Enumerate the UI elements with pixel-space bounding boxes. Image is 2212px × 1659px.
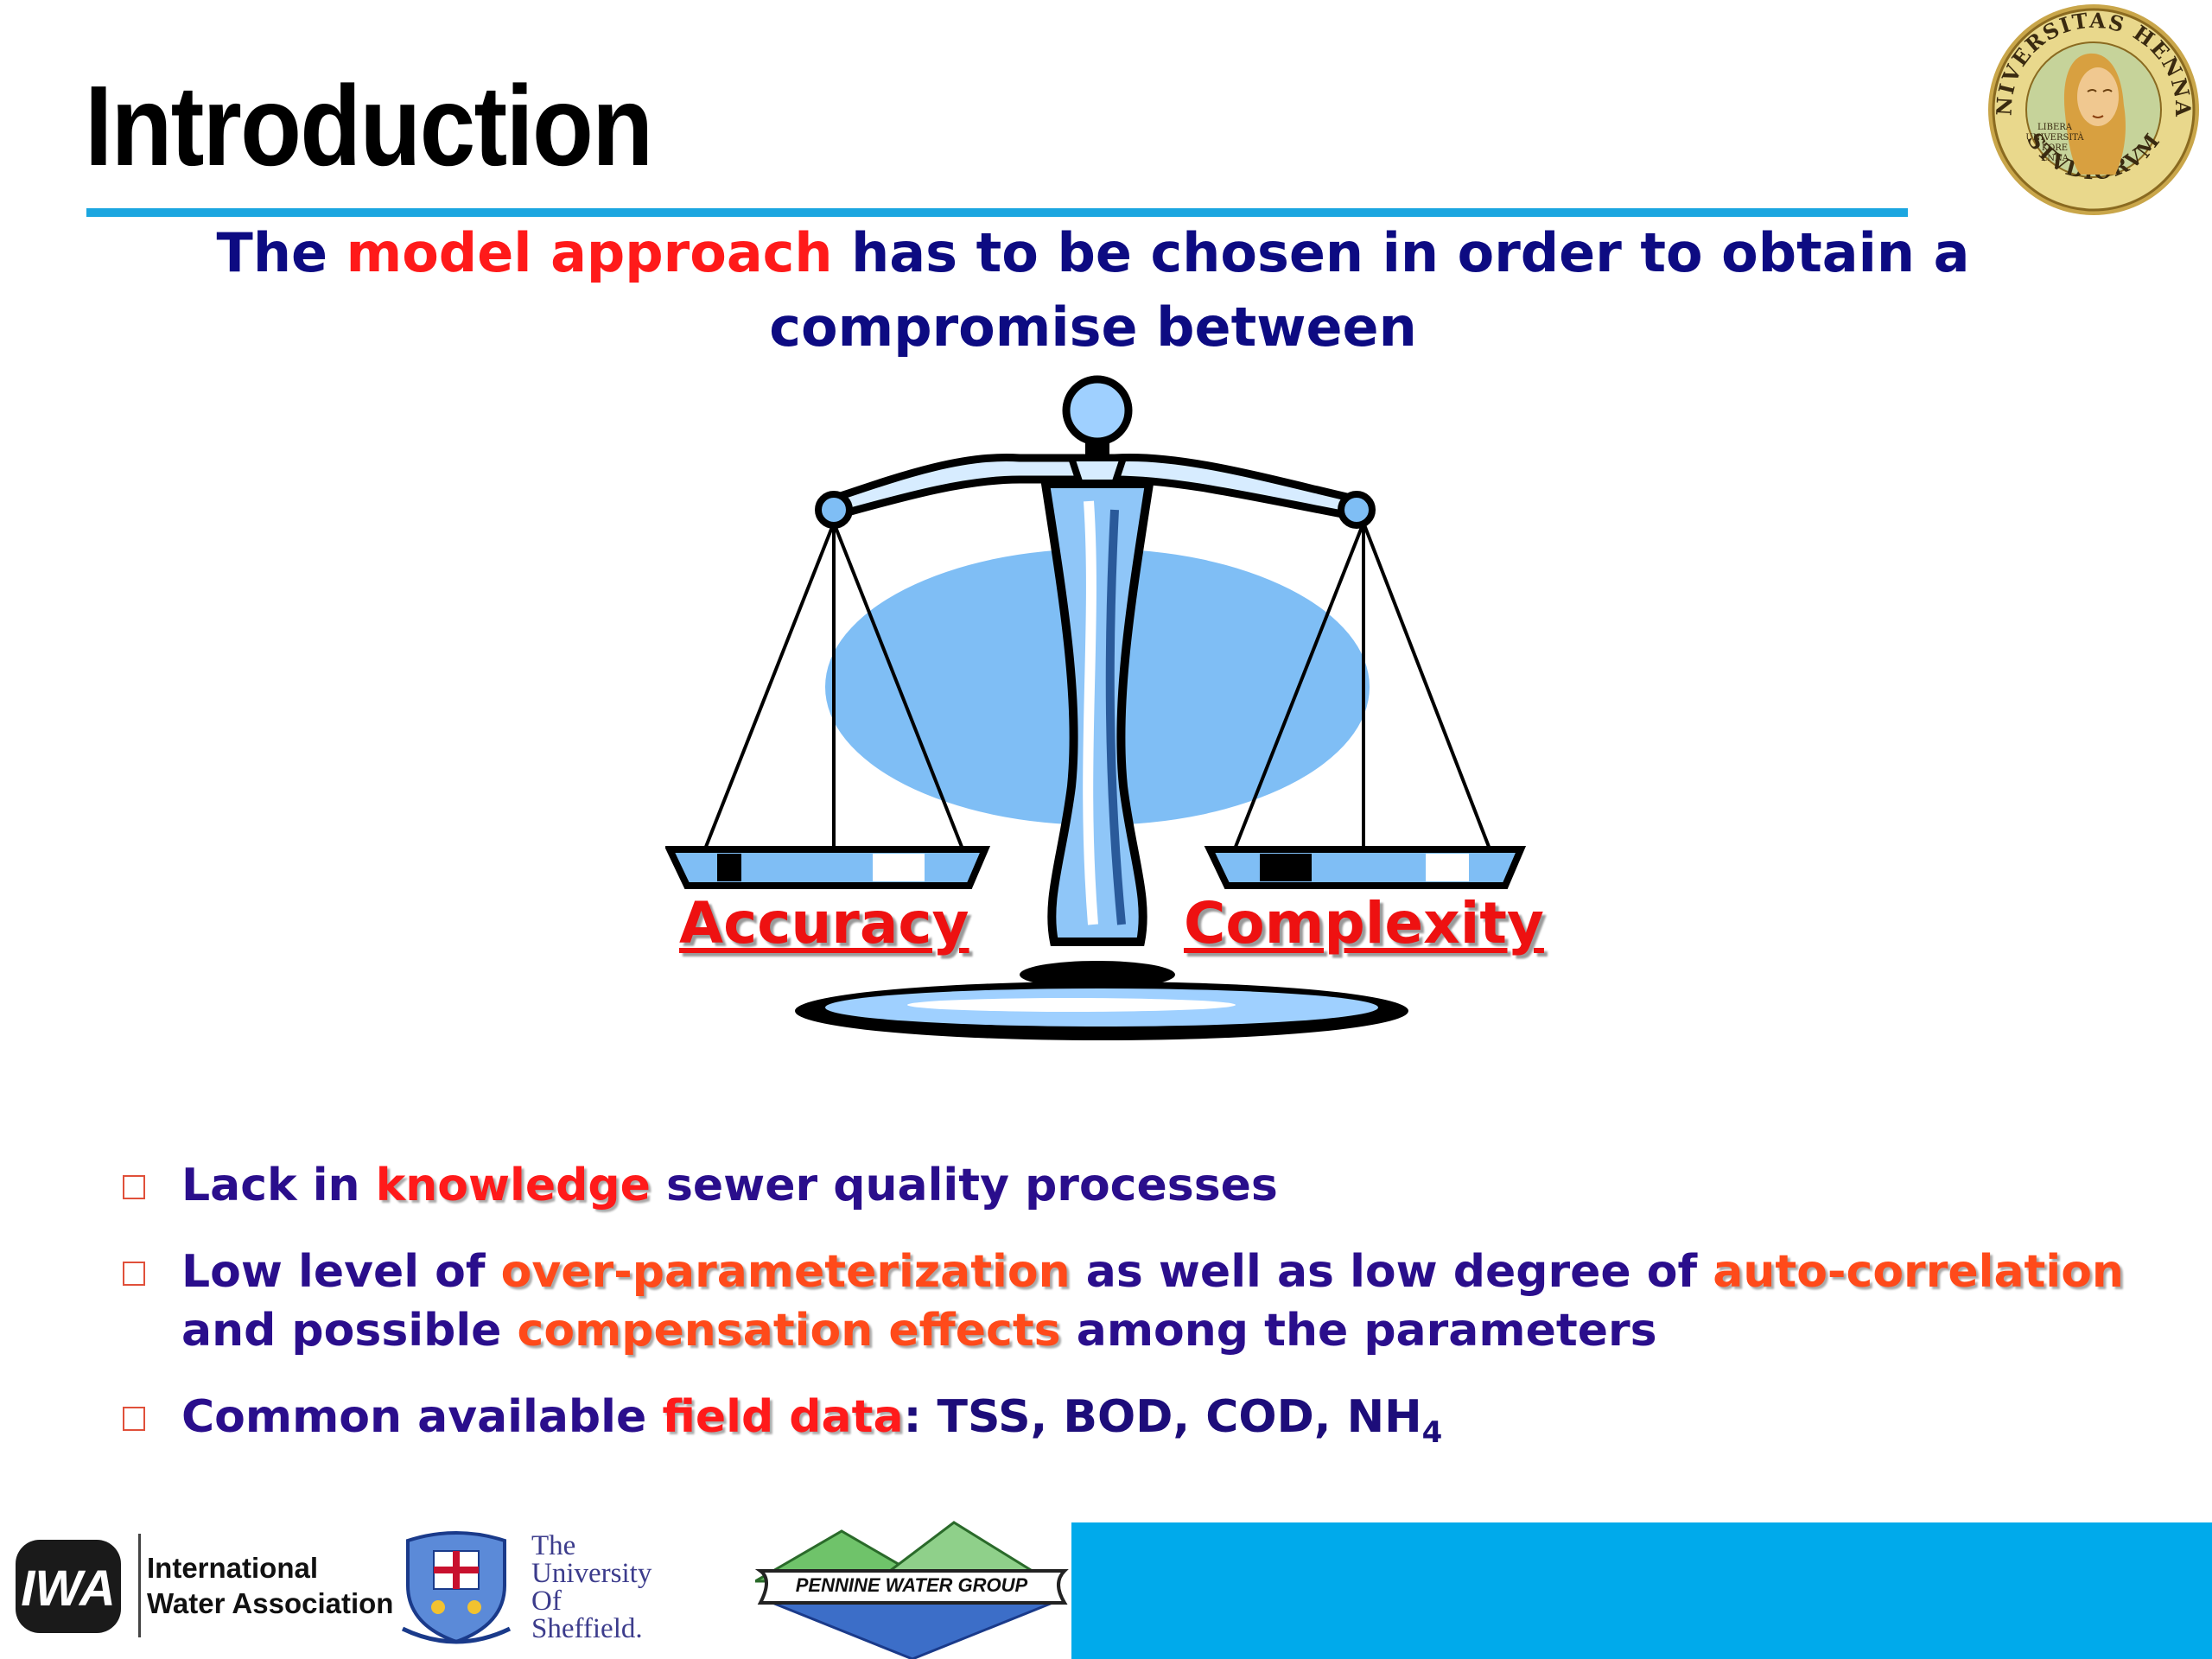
seal-center-line-3: KORE bbox=[2042, 143, 2068, 153]
bullet-box-icon bbox=[123, 1262, 145, 1286]
left-beam-end bbox=[815, 491, 853, 529]
seal-center-line-1: LIBERA bbox=[2037, 123, 2073, 132]
iwa-mark-text: IWA bbox=[21, 1560, 116, 1617]
iwa-name-line-1: International bbox=[147, 1552, 319, 1584]
keyword-knowledge: knowledge bbox=[375, 1160, 651, 1211]
bullet-box-icon bbox=[123, 1407, 145, 1431]
seal-center-line-2: UNIVERSITÀ bbox=[2025, 132, 2084, 143]
right-pan bbox=[1204, 846, 1527, 889]
pennine-water-group-logo bbox=[755, 1521, 1069, 1659]
title-underline bbox=[86, 208, 1908, 217]
sheffield-line-1: The bbox=[531, 1530, 576, 1561]
slide-title: Introduction bbox=[85, 62, 653, 189]
sheffield-line-3: Of bbox=[531, 1586, 562, 1617]
bullet-box-icon bbox=[123, 1175, 145, 1199]
iwa-name-line-2: Water Association bbox=[147, 1587, 394, 1619]
pennine-logo-text: PENNINE WATER GROUP bbox=[795, 1574, 1028, 1596]
sheffield-line-2: University bbox=[531, 1558, 652, 1589]
bullet-item-parameterization: Low level of over-parameterization as we… bbox=[121, 1243, 2195, 1360]
sheffield-crest-logo bbox=[401, 1531, 512, 1644]
sheffield-line-4: Sheffield. bbox=[531, 1613, 643, 1644]
scale-top-finial bbox=[1062, 375, 1133, 446]
intro-part-1: The bbox=[216, 221, 346, 284]
intro-statement: The model approach has to be chosen in o… bbox=[130, 216, 2056, 365]
intro-highlight: model approach bbox=[346, 221, 833, 284]
balance-scale-illustration bbox=[665, 375, 1527, 1040]
iwa-logo-mark: IWA bbox=[16, 1540, 121, 1633]
left-pan bbox=[665, 846, 991, 889]
keyword-auto-correlation: auto-correlation bbox=[1713, 1246, 2124, 1298]
keyword-field-data: field data bbox=[662, 1391, 904, 1443]
complexity-label: Complexity bbox=[1184, 890, 1544, 957]
university-seal-logo: UNIVERSITAS HENNAE STVDIORVM LIBERA UNIV… bbox=[1986, 2, 2199, 215]
right-beam-end bbox=[1338, 491, 1376, 529]
iwa-divider bbox=[138, 1534, 141, 1637]
scale-pillar bbox=[1040, 480, 1154, 946]
bullet-list: Lack in knowledge sewer quality processe… bbox=[121, 1156, 2195, 1490]
keyword-compensation-effects: compensation effects bbox=[517, 1305, 1061, 1357]
bullet-item-knowledge: Lack in knowledge sewer quality processe… bbox=[121, 1156, 2195, 1215]
seal-center-line-4: ENNA bbox=[2041, 154, 2069, 163]
bullet-item-field-data: Common available field data: TSS, BOD, C… bbox=[121, 1388, 2195, 1462]
intro-part-2: has to be chosen in order to obtain a co… bbox=[769, 221, 1970, 359]
keyword-over-parameterization: over-parameterization bbox=[500, 1246, 1071, 1298]
footer-band bbox=[1071, 1522, 2212, 1659]
accuracy-label: Accuracy bbox=[679, 890, 969, 957]
